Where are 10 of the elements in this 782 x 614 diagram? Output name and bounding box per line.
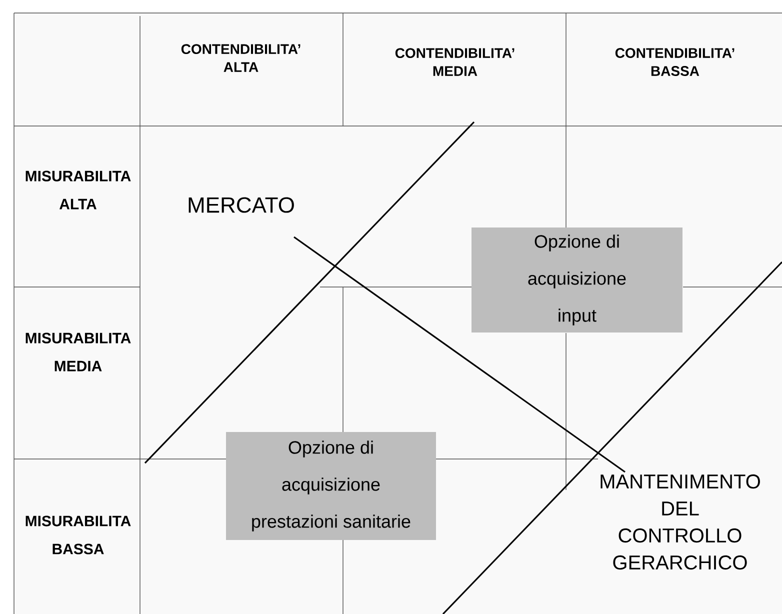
column-header: CONTENDIBILITA’ BASSA	[615, 48, 734, 76]
column-header: CONTENDIBILITA’ ALTA	[181, 44, 300, 72]
row-header: MISURABILITA BASSA	[26, 516, 131, 554]
row-header: MISURABILITA MEDIA	[26, 332, 131, 372]
option-box: Opzione di acquisizione input	[472, 228, 682, 332]
row-header: MISURABILITA ALTA	[26, 170, 131, 210]
region-label: MANTENIMENTO DEL CONTROLLO GERARCHICO	[600, 474, 760, 570]
option-box: Opzione di acquisizione prestazioni sanitarie	[226, 432, 436, 540]
column-header: CONTENDIBILITA’ MEDIA	[395, 48, 514, 76]
region-label: MERCATO	[188, 197, 294, 213]
